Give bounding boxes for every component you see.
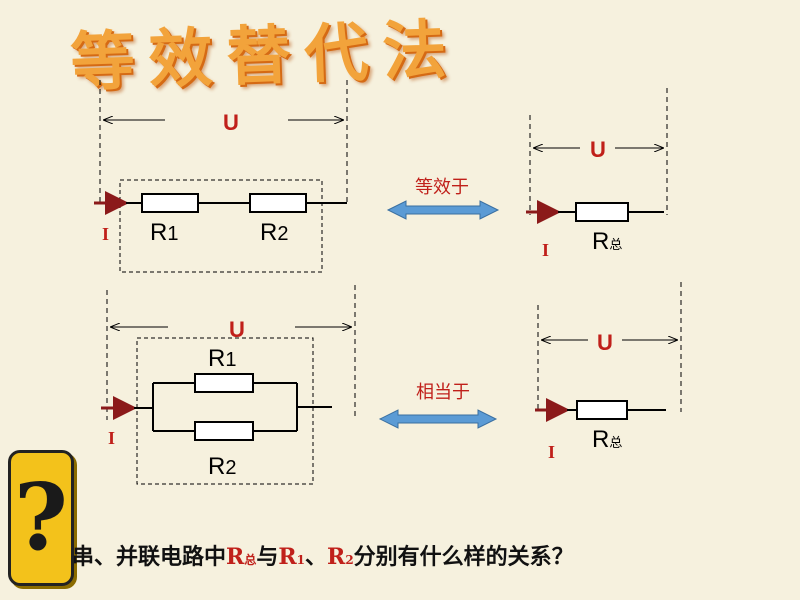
resistor-r1: [141, 193, 199, 213]
current-label: I: [102, 224, 109, 244]
equivalent-circuit-bottom: U I R总: [535, 282, 682, 462]
resistor-rtotal: [576, 400, 628, 420]
current-label: I: [548, 442, 555, 462]
voltage-label: U: [590, 137, 606, 162]
r2-term: R2: [327, 544, 354, 570]
r1-term: R1: [278, 544, 305, 570]
resistor-group-box: [119, 179, 323, 273]
resistor-r2: [194, 421, 254, 441]
r1-label: R1: [208, 345, 236, 372]
series-equivalence: 等效于: [386, 177, 500, 220]
rtotal-term: R总: [226, 544, 257, 570]
rtotal-label: R总: [592, 228, 622, 255]
voltage-label: U: [229, 317, 245, 342]
resistor-group-box: [136, 337, 314, 485]
r2-label: R2: [260, 219, 288, 246]
double-arrow-icon: [386, 200, 500, 220]
equivalent-circuit-top: U I R总: [526, 88, 668, 260]
equivalence-label: 相当于: [416, 382, 470, 403]
question-mark-symbol: ?: [14, 463, 68, 571]
question-mark-icon: ?: [8, 450, 74, 586]
resistor-rtotal: [575, 202, 629, 222]
resistor-r2: [249, 193, 307, 213]
r2-label: R2: [208, 453, 236, 480]
r1-label: R1: [150, 219, 178, 246]
parallel-equivalence: 相当于: [378, 382, 498, 429]
question-text: 串、并联电路中R总与R1、R2分别有什么样的关系？: [72, 544, 574, 570]
voltage-label: U: [223, 110, 239, 135]
current-label: I: [108, 428, 115, 448]
rtotal-label: R总: [592, 426, 622, 453]
current-label: I: [542, 240, 549, 260]
voltage-label: U: [597, 330, 613, 355]
double-arrow-icon: [378, 409, 498, 429]
series-circuit: U I R1 R2: [94, 80, 348, 273]
resistor-r1: [194, 373, 254, 393]
parallel-circuit: U I R1 R2: [101, 285, 356, 485]
equivalence-label: 等效于: [415, 177, 469, 198]
